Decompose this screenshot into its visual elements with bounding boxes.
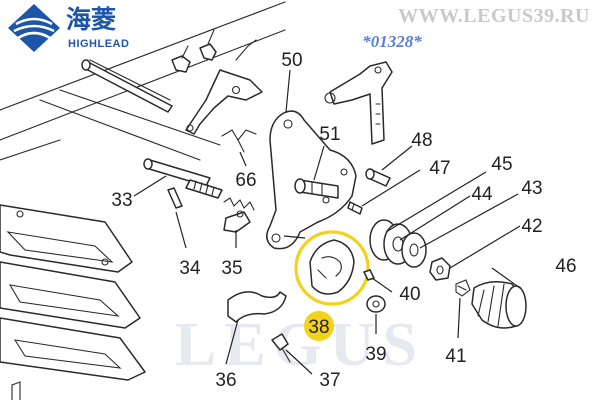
label-48: 48: [411, 130, 432, 151]
part-36-curved-guide: [227, 291, 287, 323]
label-37: 37: [319, 370, 340, 391]
part-50-bracket-plate: [266, 110, 357, 250]
highlead-logo-icon: [8, 4, 60, 52]
part-46-knob: [471, 281, 527, 329]
part-39-bush: [366, 295, 386, 313]
highlight-ring: [294, 230, 370, 306]
part-40-pin: [363, 269, 375, 281]
label-41: 41: [445, 346, 466, 367]
label-51: 51: [319, 124, 340, 145]
highlight-badge: [304, 311, 334, 341]
part-35-lever: [223, 197, 255, 233]
part-number-labels: 33 34 35 36 37 38 39 40 41 42 43 44 45 4…: [111, 50, 576, 391]
label-46: 46: [555, 256, 576, 277]
feed-plates: [0, 204, 146, 400]
part-34-pin: [167, 187, 183, 209]
upper-arm-bracket: [324, 61, 393, 145]
part-47-screw: [347, 201, 363, 215]
label-44: 44: [471, 184, 493, 205]
part-33-shaft: [143, 158, 223, 199]
label-38: 38: [308, 317, 329, 338]
label-33: 33: [111, 190, 132, 211]
part-66-spring-clip: [221, 129, 257, 153]
brand-name-en: HIGHLEAD: [68, 38, 129, 50]
part-43-45-tension-discs: [369, 219, 427, 268]
label-50: 50: [281, 50, 302, 71]
brand-name-cn: 海菱: [66, 5, 116, 34]
label-43: 43: [521, 178, 542, 199]
label-36: 36: [215, 370, 236, 391]
site-url: WWW.LEGUS39.RU: [398, 5, 590, 27]
leader-lines: [133, 69, 521, 375]
part-51-stud: [294, 178, 339, 199]
part-37-screw: [271, 333, 291, 363]
part-48-screw: [365, 168, 391, 187]
label-35: 35: [221, 258, 242, 279]
top-fittings: [171, 29, 263, 135]
label-40: 40: [399, 284, 420, 305]
catalog-code: *01328*: [362, 32, 422, 51]
label-66: 66: [235, 170, 256, 191]
part-38-thread-guide: [309, 239, 355, 295]
part-41-washer: [455, 279, 471, 297]
machine-body-outline: [0, 1, 286, 161]
label-42: 42: [521, 216, 542, 237]
brand-logo: 海菱 HIGHLEAD: [8, 4, 129, 52]
watermark: LEGUS: [175, 311, 425, 379]
long-rod: [81, 59, 173, 113]
label-45: 45: [491, 154, 512, 175]
label-39: 39: [365, 344, 386, 365]
part-42-nut: [429, 257, 451, 281]
label-34: 34: [179, 258, 201, 279]
label-47: 47: [429, 158, 450, 179]
